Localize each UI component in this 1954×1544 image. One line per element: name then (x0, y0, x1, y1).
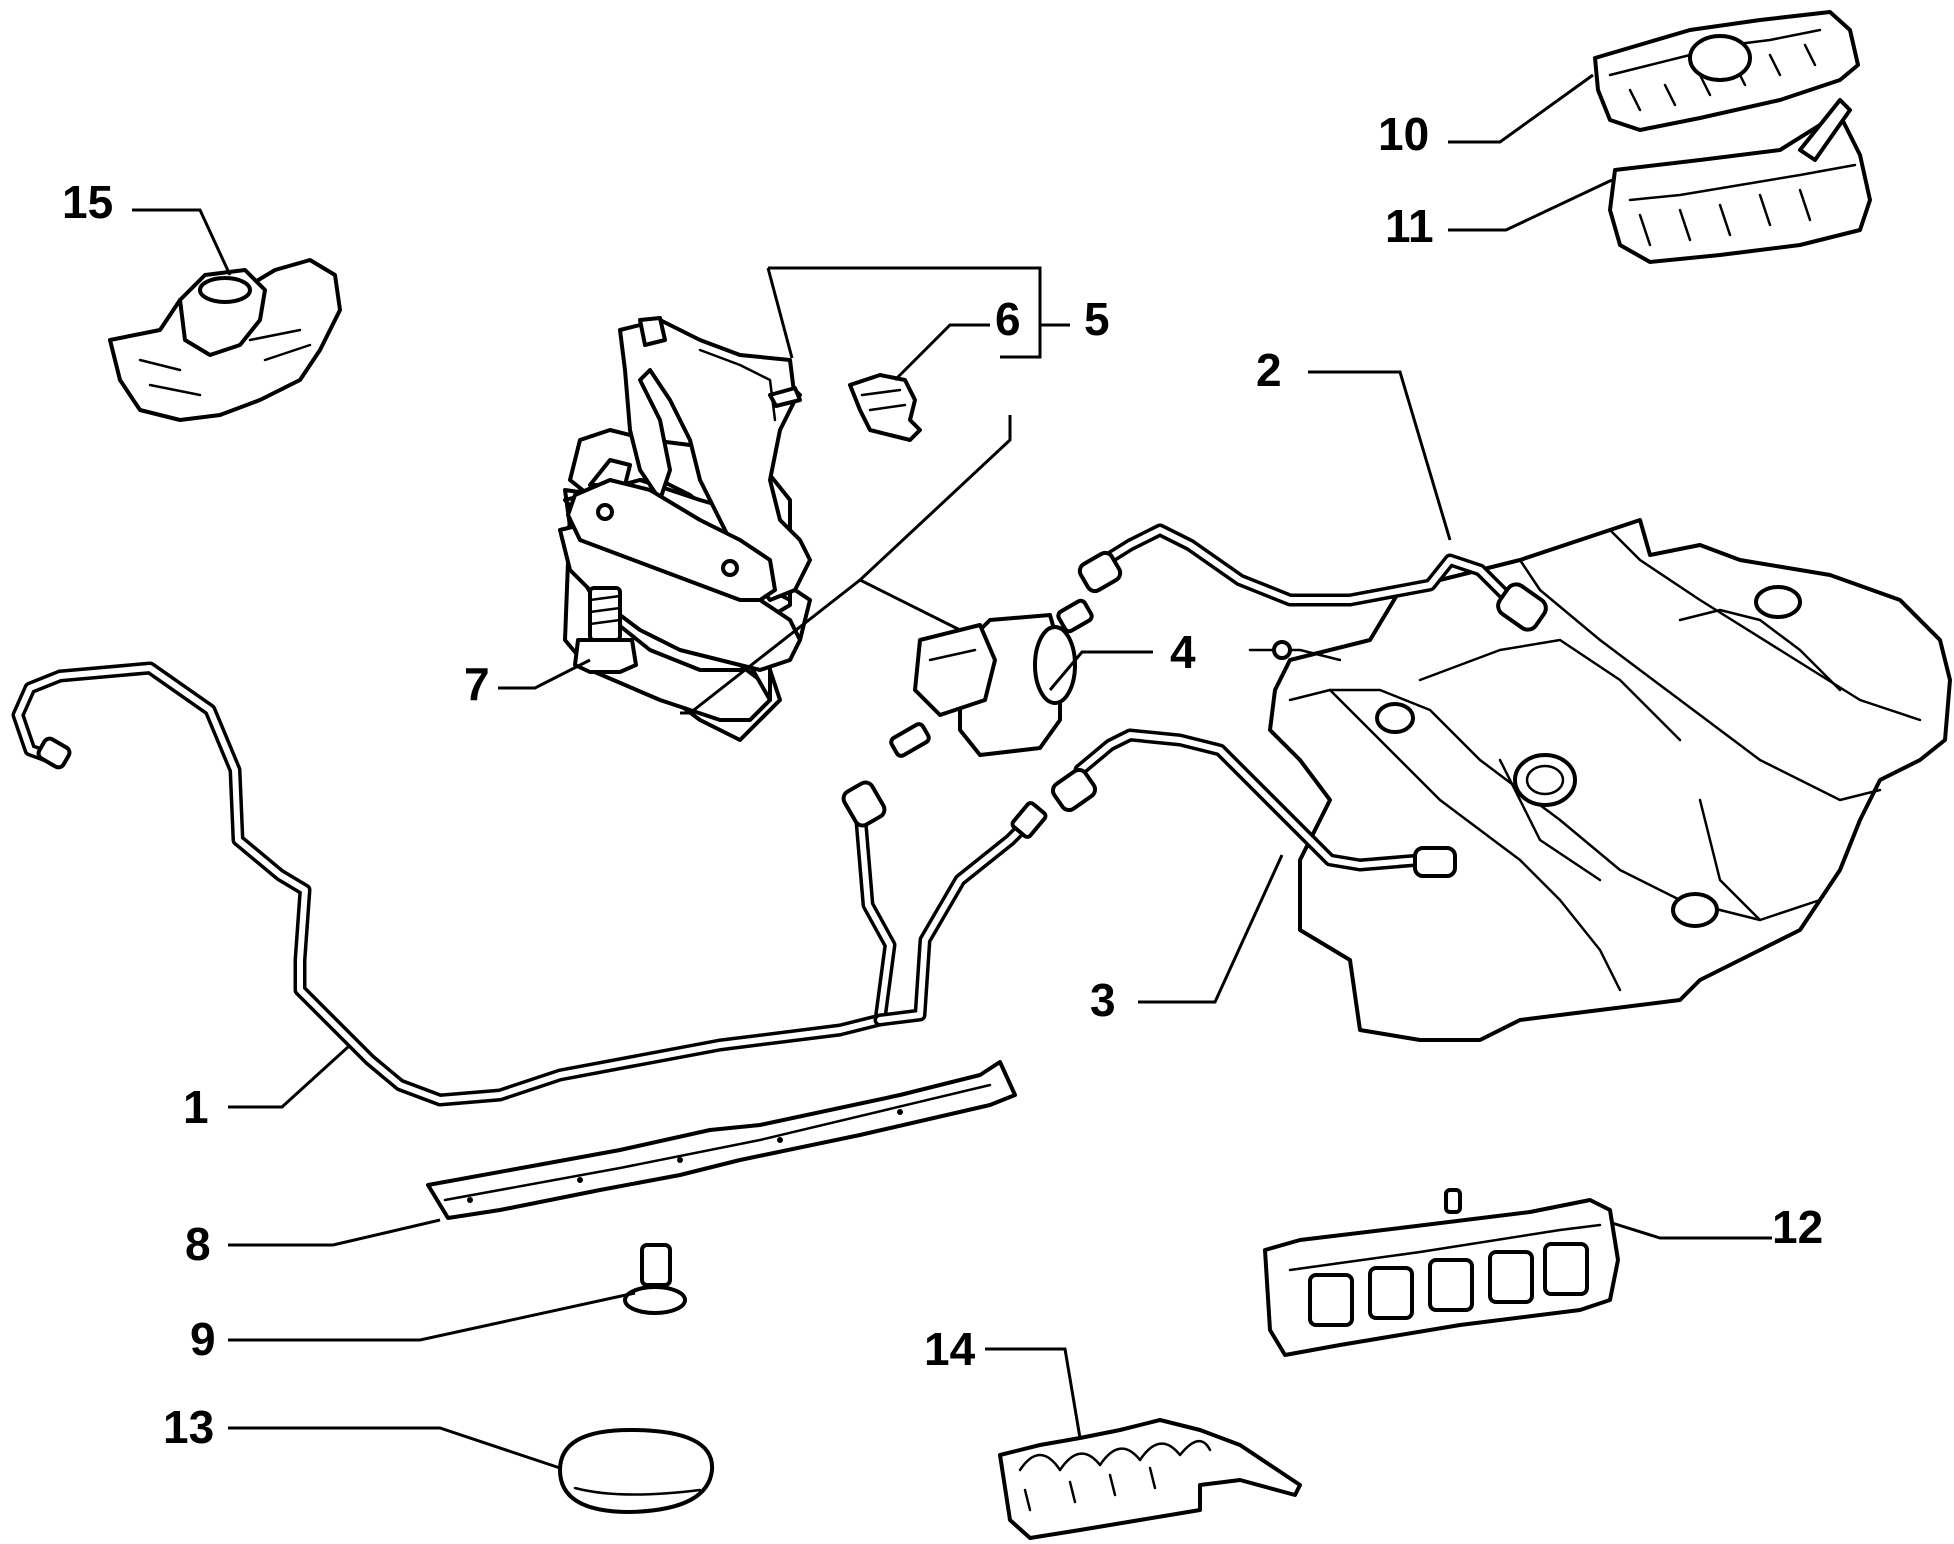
leader-9 (228, 1291, 636, 1342)
callout-14: 14 (924, 1323, 976, 1375)
screw-9 (623, 1243, 687, 1315)
callout-2: 2 (1256, 344, 1282, 396)
leader-4 (1048, 650, 1153, 691)
leader-lines (132, 73, 1772, 1470)
leader-5-c (680, 578, 861, 715)
callout-9: 9 (190, 1313, 216, 1365)
leader-8 (228, 1218, 441, 1247)
fuel-line-2 (1077, 523, 1548, 632)
bracket-5-body (566, 316, 812, 602)
leader-6 (893, 323, 990, 382)
leader-7 (498, 658, 591, 690)
callout-1: 1 (183, 1081, 209, 1133)
callout-8: 8 (185, 1218, 211, 1270)
fuel-tank (1248, 518, 1952, 1042)
leader-5-b (857, 415, 1012, 632)
leader-13 (228, 1426, 561, 1470)
clip-14 (998, 1418, 1302, 1540)
callout-5: 5 (1084, 293, 1110, 345)
leader-1 (228, 1045, 350, 1109)
fuel-line-3 (1050, 728, 1457, 878)
clip-12 (1263, 1188, 1620, 1357)
callout-4: 4 (1170, 626, 1196, 678)
clip-6 (848, 373, 922, 442)
leader-11 (1448, 178, 1613, 232)
callout-7: 7 (464, 658, 490, 710)
plug-13 (558, 1428, 715, 1514)
leader-12 (1611, 1221, 1772, 1240)
clip-11 (1608, 98, 1872, 264)
leader-5-bracket (768, 266, 1042, 359)
clip-10 (1593, 10, 1860, 132)
leader-5-a (766, 267, 794, 359)
callout-13: 13 (163, 1401, 214, 1453)
fuel-filter-4 (889, 598, 1094, 758)
leader-2 (1308, 370, 1452, 541)
fuel-line-1 (11, 661, 1048, 1107)
leader-15 (132, 208, 232, 276)
rail-8 (426, 1060, 1017, 1220)
bolt-7 (573, 586, 638, 674)
callout-11: 11 (1385, 200, 1434, 252)
callout-10: 10 (1378, 108, 1429, 160)
callout-15: 15 (62, 176, 113, 228)
leader-14 (985, 1347, 1082, 1439)
callout-3: 3 (1090, 974, 1116, 1026)
callout-6: 6 (995, 293, 1021, 345)
callout-12: 12 (1772, 1201, 1823, 1253)
clip-15 (108, 258, 342, 422)
callouts: 1 2 3 4 5 6 7 8 9 10 11 12 13 14 15 (62, 108, 1823, 1453)
leader-3 (1138, 854, 1284, 1004)
leader-10 (1448, 73, 1594, 144)
